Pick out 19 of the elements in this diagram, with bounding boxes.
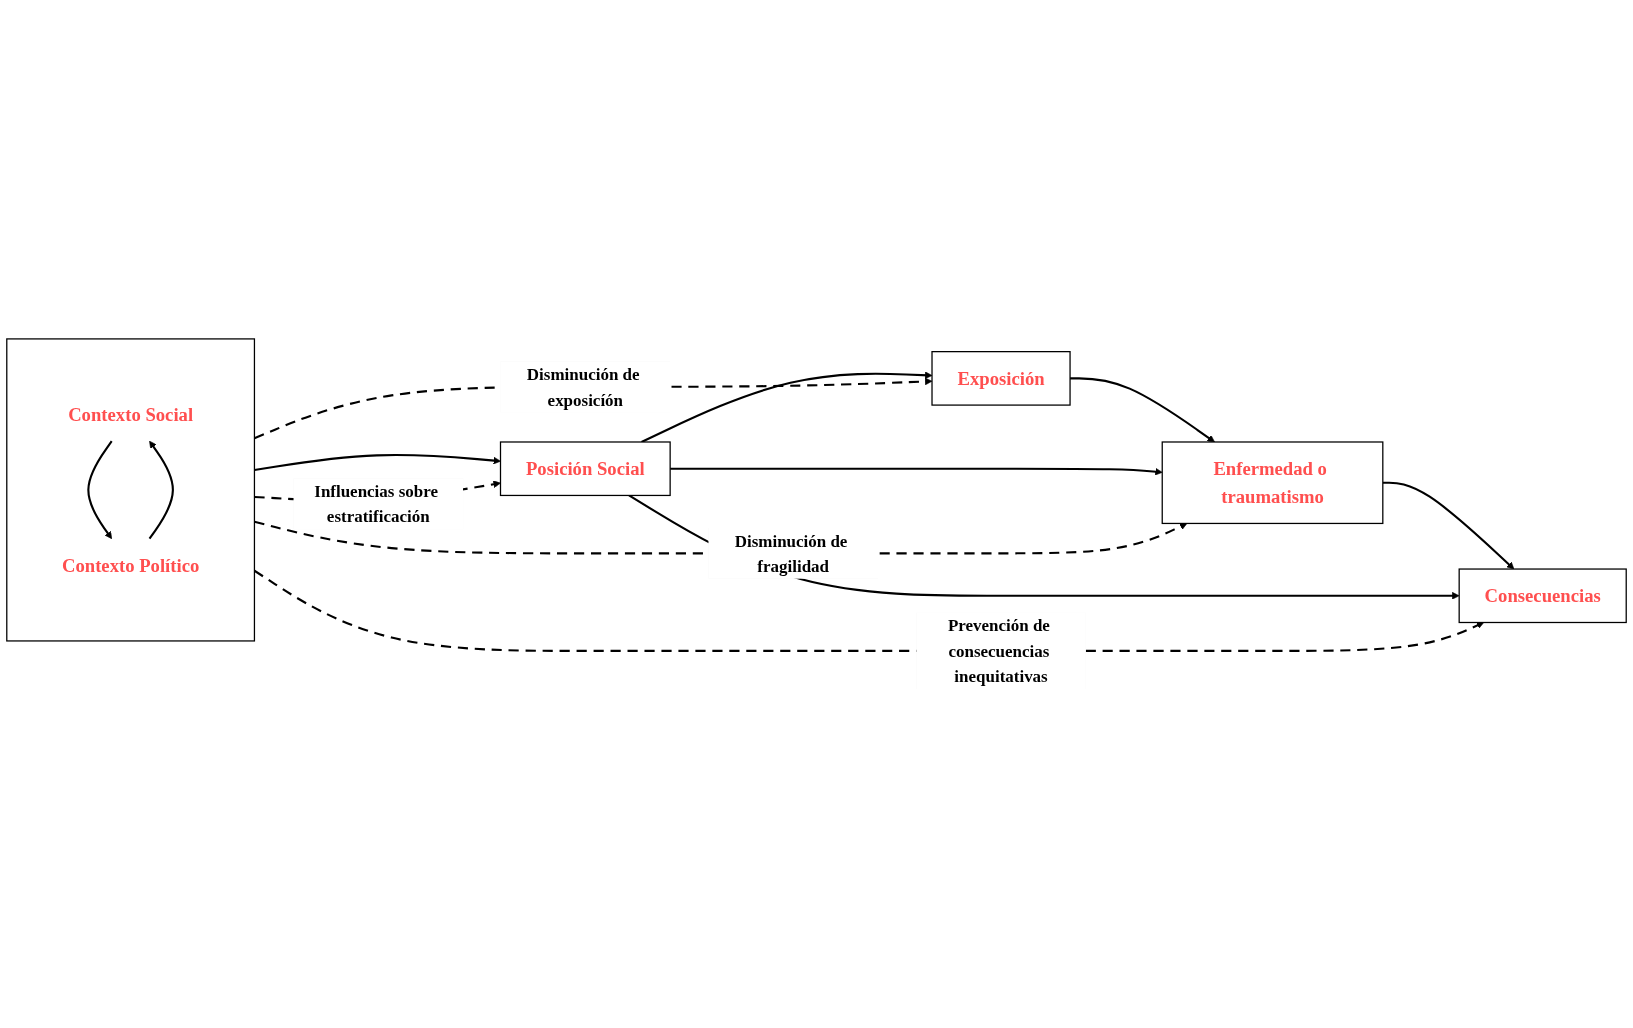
- arrow: [1382, 481, 1515, 570]
- arrow: [641, 371, 933, 443]
- node-box: Exposición: [931, 351, 1071, 406]
- node-box: Posición Social: [499, 441, 671, 497]
- edge-label: Influencias sobre estratificación: [314, 481, 438, 526]
- arrow: [670, 467, 1163, 476]
- arrow: [254, 453, 501, 472]
- arrow: [1070, 377, 1215, 443]
- cluster: [6, 338, 256, 642]
- edge-label: Disminución de exposicíón: [526, 364, 640, 409]
- node-box: Consecuencias: [1458, 568, 1627, 624]
- edge-label: Prevención de consecuencias inequitativas: [947, 616, 1050, 686]
- arrow: [87, 440, 113, 540]
- node-box: Enfermedad o traumatismo: [1161, 441, 1384, 525]
- edge-label: Disminución de fragilidad: [734, 531, 848, 576]
- arrow: [628, 494, 1460, 600]
- node-text: Contexto Político: [61, 554, 200, 577]
- arrow: [148, 440, 174, 540]
- node-text: Contexto Social: [68, 403, 194, 426]
